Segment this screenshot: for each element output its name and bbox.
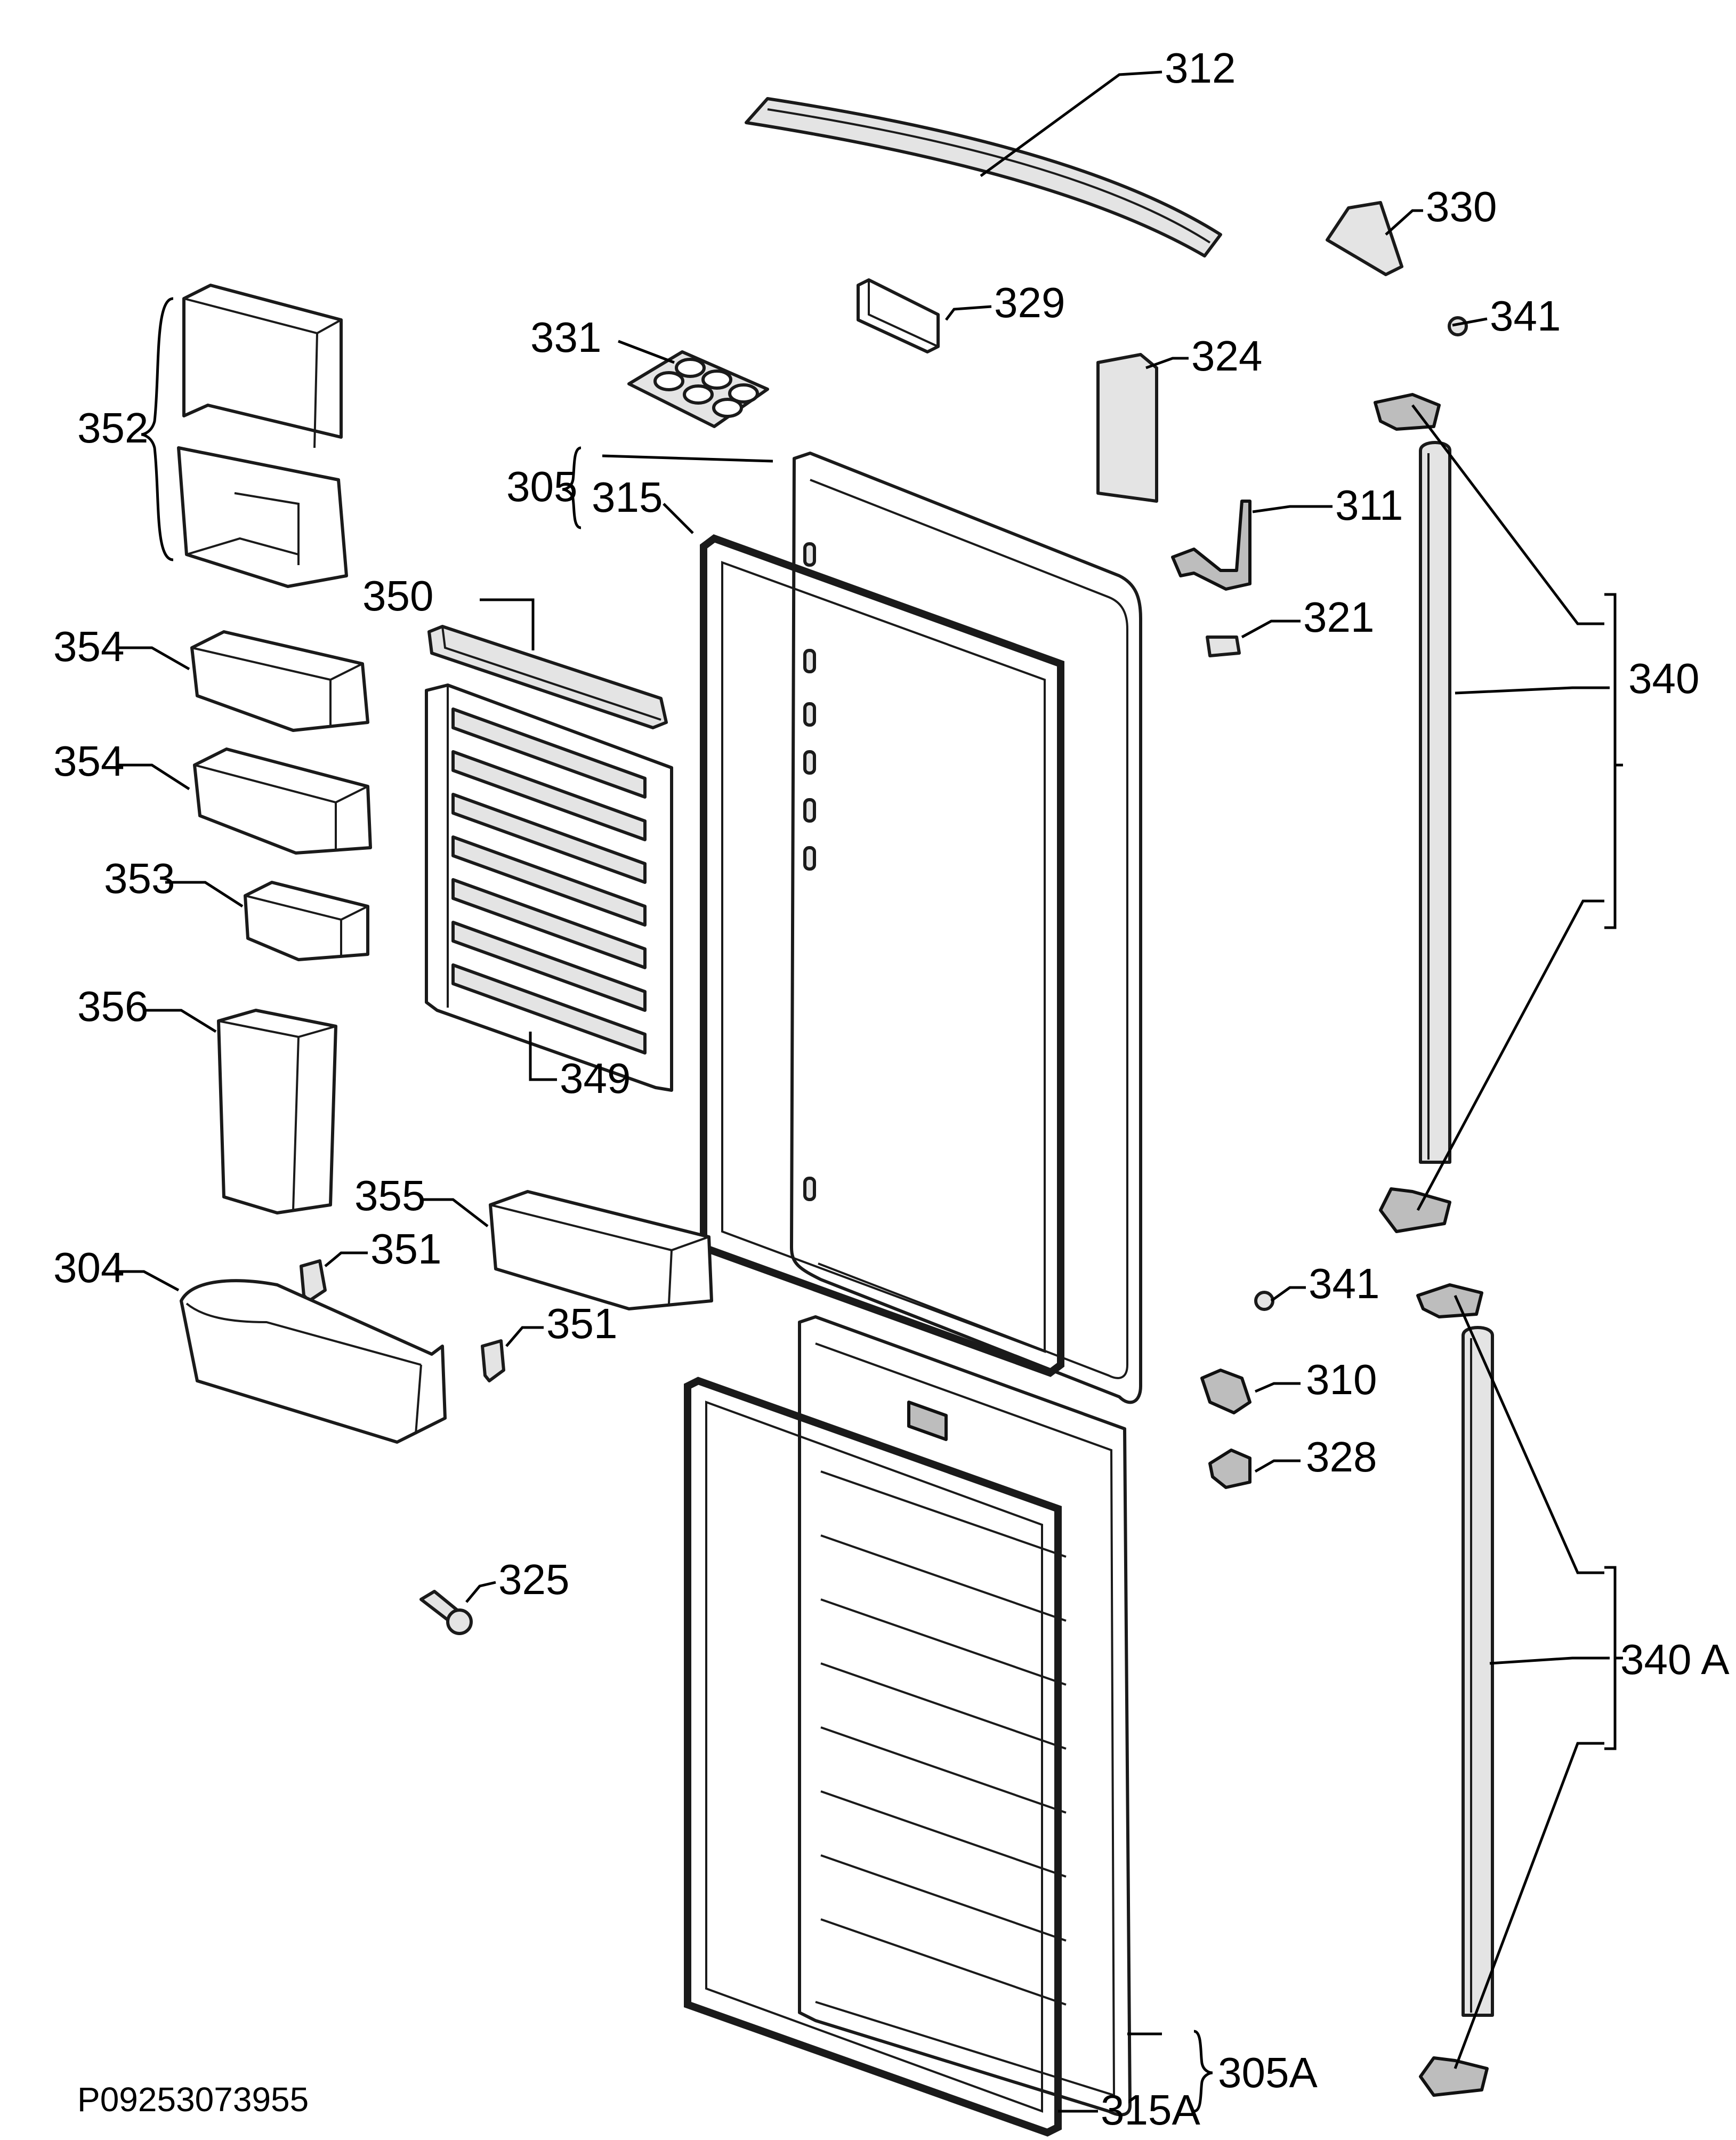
label-331: 331: [530, 313, 601, 361]
label-304: 304: [53, 1244, 124, 1291]
egg-cup-6: [728, 383, 759, 404]
rack-slats: [451, 707, 647, 1055]
label-356: 356: [77, 983, 148, 1030]
part-350-strip[interactable]: [427, 625, 668, 729]
label-315: 315: [592, 473, 663, 521]
part-355-bottle-bin[interactable]: [489, 1190, 713, 1310]
part-325-peg[interactable]: [419, 1590, 473, 1635]
bracket-305: [562, 446, 582, 529]
part-353-small-bin[interactable]: [244, 881, 369, 961]
part-354-bin-upper[interactable]: [190, 630, 369, 732]
label-305A: 305A: [1218, 2049, 1318, 2096]
label-325: 325: [498, 1556, 569, 1603]
label-341-lower: 341: [1309, 1260, 1379, 1307]
label-328: 328: [1306, 1433, 1377, 1481]
label-315A: 315A: [1101, 2086, 1200, 2134]
bracket-352: [141, 297, 174, 561]
part-341-pin-lower[interactable]: [1254, 1291, 1274, 1311]
label-341-upper: 341: [1490, 292, 1561, 340]
leader-lines: [115, 70, 1610, 2113]
part-321-block[interactable]: [1206, 635, 1241, 657]
label-340A: 340 A: [1620, 1636, 1730, 1683]
label-354-upper: 354: [53, 623, 124, 670]
lower-door-slats: [820, 1470, 1067, 2006]
part-351-clip-lower[interactable]: [481, 1339, 505, 1382]
label-312: 312: [1165, 44, 1236, 92]
part-352-shelf-box[interactable]: [177, 284, 348, 588]
part-329-bracket[interactable]: [857, 278, 940, 353]
label-324: 324: [1191, 332, 1262, 380]
bracket-340A: [1604, 1566, 1623, 1750]
part-312-top-trim[interactable]: [745, 97, 1222, 258]
label-351-lower: 351: [546, 1300, 617, 1347]
part-324-panel[interactable]: [1096, 353, 1158, 503]
label-329: 329: [994, 279, 1065, 326]
label-305: 305: [506, 463, 577, 510]
part-310-hinge[interactable]: [1200, 1369, 1251, 1414]
label-311: 311: [1335, 481, 1403, 529]
door-rail-clips: [803, 542, 816, 1201]
part-311-hinge[interactable]: [1171, 500, 1251, 591]
label-352: 352: [77, 404, 148, 452]
part-354-bin-lower[interactable]: [193, 747, 372, 855]
part-340A-hinge-rail[interactable]: [1416, 1283, 1494, 2097]
egg-cup-3: [683, 384, 714, 405]
part-315A-lower-gasket[interactable]: [684, 1377, 1062, 2137]
label-355: 355: [354, 1172, 425, 1219]
part-labels: 312 330 329 341 331 324 352 305 315 311 …: [53, 44, 1730, 2134]
bracket-340: [1604, 593, 1623, 929]
egg-cup-5: [712, 398, 743, 418]
part-349-door-rack[interactable]: [425, 683, 673, 1092]
label-353: 353: [104, 855, 175, 902]
display-panel: [907, 1401, 948, 1441]
label-349: 349: [560, 1055, 631, 1102]
bracket-305A: [1193, 2030, 1213, 2113]
drawing-code: P09253073955: [77, 2080, 309, 2119]
part-351-clip-upper[interactable]: [300, 1259, 327, 1302]
part-305A-lower-door[interactable]: [798, 1315, 1132, 2117]
label-351-upper: 351: [370, 1225, 441, 1273]
part-305-upper-door[interactable]: [790, 452, 1142, 1404]
label-330: 330: [1426, 183, 1497, 230]
part-330-hinge-cover[interactable]: [1326, 201, 1403, 276]
label-340: 340: [1628, 655, 1699, 702]
egg-cup-1: [653, 371, 684, 391]
part-341-pin-upper[interactable]: [1448, 316, 1468, 336]
label-310: 310: [1306, 1356, 1377, 1403]
part-331-egg-tray[interactable]: [627, 350, 769, 428]
part-356-tall-container[interactable]: [217, 1009, 337, 1214]
label-354-lower: 354: [53, 737, 124, 785]
egg-cup-4: [701, 369, 732, 390]
part-304-door-bin[interactable]: [180, 1279, 447, 1444]
egg-cup-2: [675, 358, 706, 378]
label-321: 321: [1303, 593, 1374, 641]
label-350: 350: [362, 572, 433, 620]
part-328-hinge-cover[interactable]: [1208, 1449, 1251, 1489]
